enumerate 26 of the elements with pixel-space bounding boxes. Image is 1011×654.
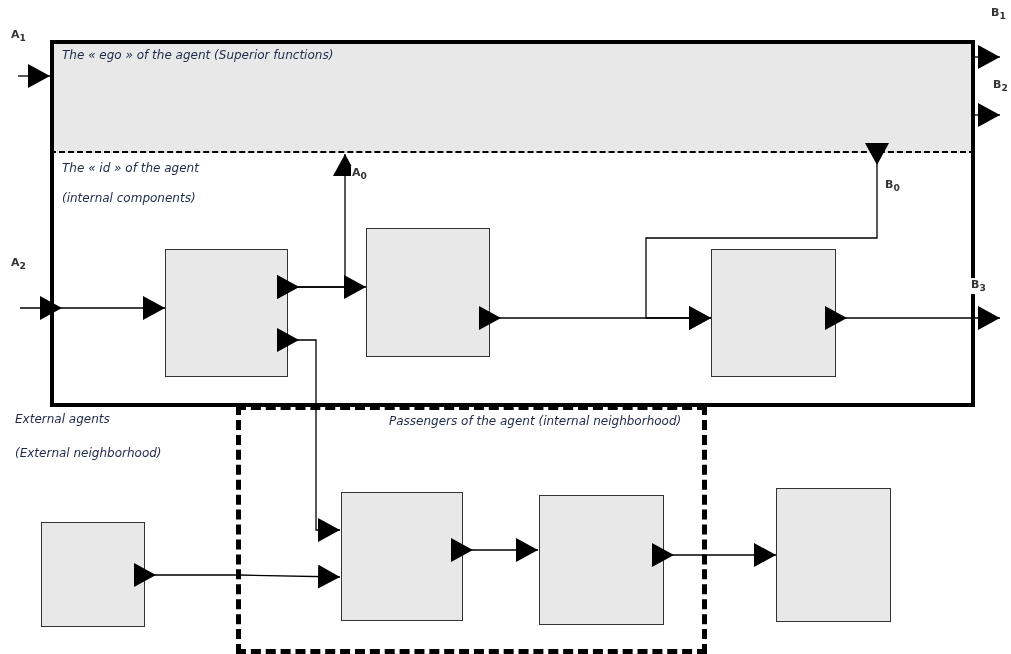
arrow [134, 563, 341, 589]
arrow [974, 103, 1001, 127]
arrow [652, 543, 777, 567]
region-title: External agents [15, 412, 110, 426]
arrow [451, 538, 539, 562]
region-title: The « id » of the agent [62, 161, 199, 175]
region-title: (internal components) [62, 191, 196, 205]
dashed-region [236, 405, 707, 654]
component-box [539, 495, 664, 625]
component-box [165, 249, 288, 377]
component-box [776, 488, 891, 622]
component-box [341, 492, 463, 621]
band-panel [50, 40, 975, 154]
region-title: The « ego » of the agent (Superior functions) [62, 48, 334, 62]
arrow [17, 64, 51, 88]
region-title: Passengers of the agent (internal neighborhood) [389, 414, 682, 428]
component-box [711, 249, 836, 377]
arrow [19, 296, 166, 320]
edge-label: B$_{3}$ [970, 278, 987, 295]
component-box [366, 228, 490, 357]
arrow [277, 328, 341, 542]
component-box [41, 522, 145, 627]
arrow [645, 143, 889, 330]
arrow [825, 306, 1001, 330]
arrow [974, 45, 1001, 69]
region-title: (External neighborhood) [15, 446, 162, 460]
